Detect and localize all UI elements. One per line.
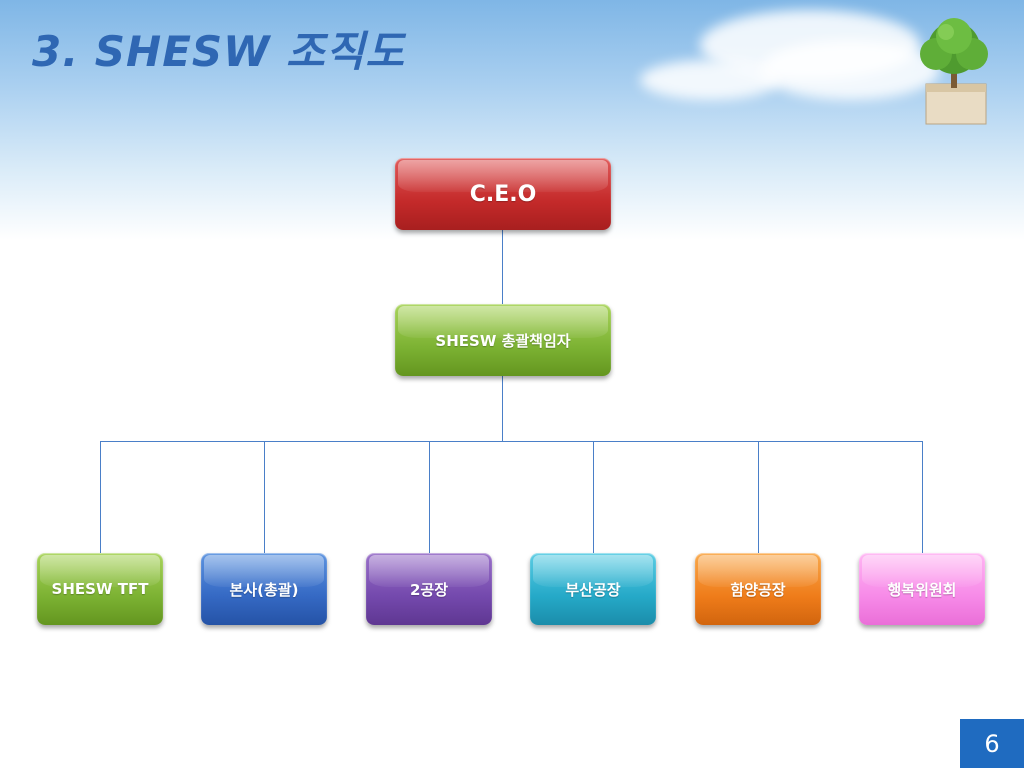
page-number-badge: 6 [960, 719, 1024, 768]
manager-label: SHESW 총괄책임자 [435, 331, 571, 350]
page-number: 6 [984, 729, 1000, 758]
tree-in-box-icon [920, 18, 988, 125]
connector-horizontal-bus [100, 441, 923, 442]
ceo-label: C.E.O [469, 181, 537, 207]
manager-box: SHESW 총괄책임자 [395, 304, 611, 376]
connector-ceo-manager [502, 230, 503, 304]
connector-dept-1 [100, 441, 101, 553]
dept-box-tft: SHESW TFT [37, 553, 163, 625]
cloud-decoration [640, 60, 780, 100]
connector-manager-bus [502, 376, 503, 442]
slide-title: 3. SHESW 조직도 [32, 27, 406, 76]
dept-label: 함양공장 [730, 580, 786, 599]
dept-box-headquarters: 본사(총괄) [201, 553, 327, 625]
dept-box-hamyang-plant: 함양공장 [695, 553, 821, 625]
connector-dept-2 [264, 441, 265, 553]
ceo-box: C.E.O [395, 158, 611, 230]
dept-box-busan-plant: 부산공장 [530, 553, 656, 625]
cloud-decoration [760, 40, 940, 100]
dept-box-plant-2: 2공장 [366, 553, 492, 625]
dept-label: 2공장 [409, 580, 449, 599]
connector-dept-5 [758, 441, 759, 553]
dept-label: 행복위원회 [887, 580, 957, 599]
dept-box-happiness-committee: 행복위원회 [859, 553, 985, 625]
dept-label: 본사(총괄) [229, 580, 299, 599]
connector-dept-6 [922, 441, 923, 553]
dept-label: 부산공장 [565, 580, 621, 599]
dept-label: SHESW TFT [51, 580, 149, 598]
connector-dept-4 [593, 441, 594, 553]
connector-dept-3 [429, 441, 430, 553]
